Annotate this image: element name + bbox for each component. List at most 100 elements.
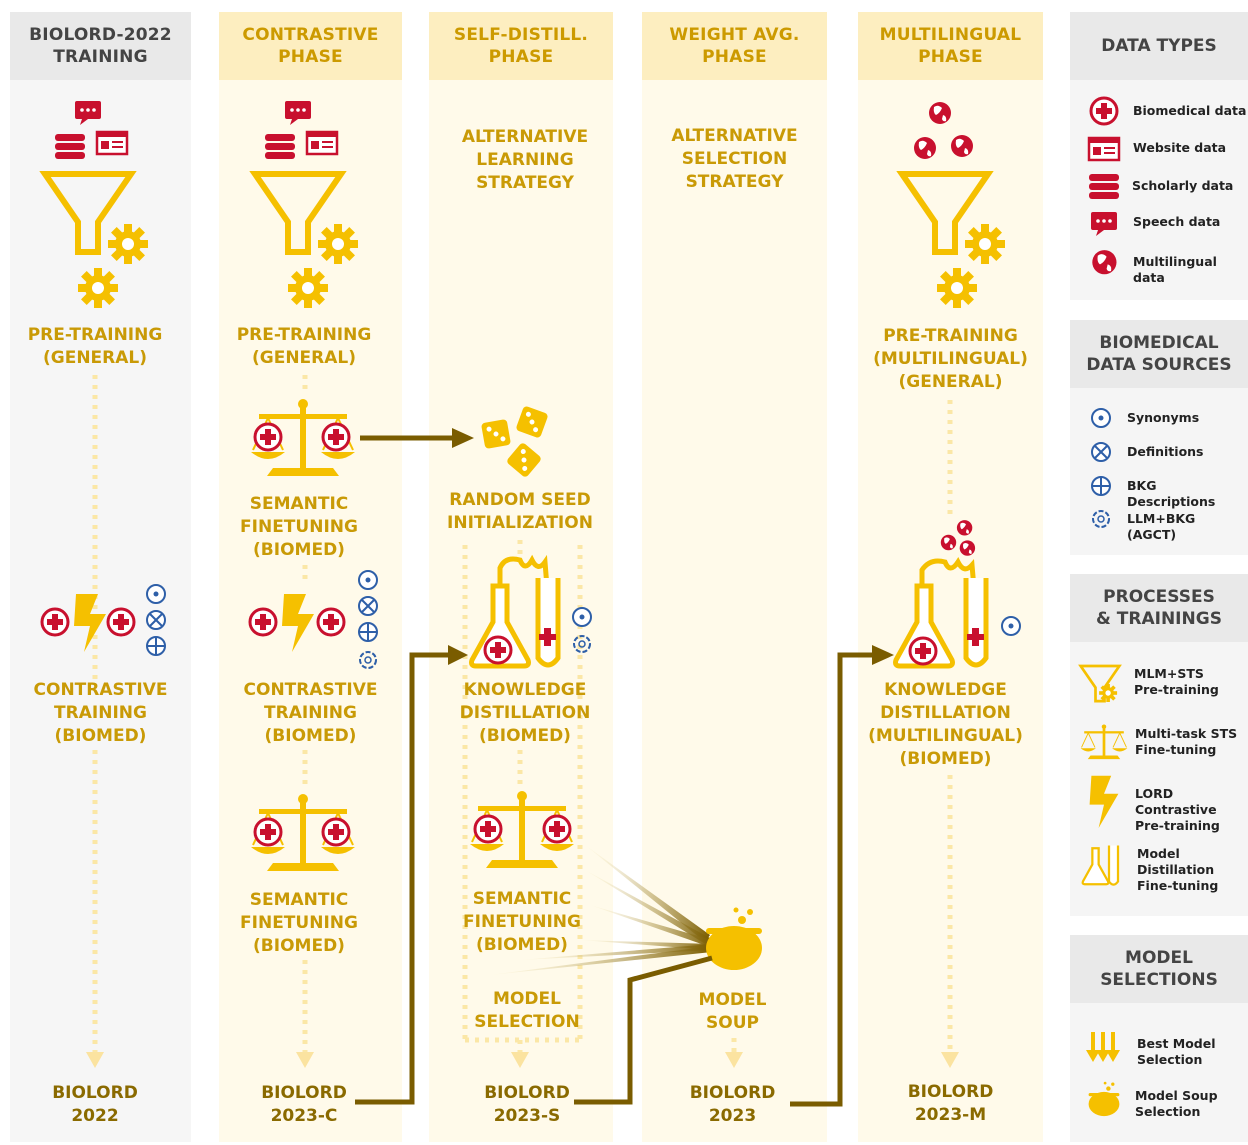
legend-speech-data: Speech data: [1133, 214, 1221, 229]
gear-icon: [318, 224, 358, 264]
biomedical-plus-icon: [253, 817, 283, 847]
biomedical-plus-icon: [908, 636, 938, 666]
legend-llm-bkg: LLM+BKG (AGCT): [1127, 511, 1196, 542]
biomedical-plus-icon: [40, 607, 70, 637]
header-weight-avg-phase: WEIGHT AVG. PHASE: [642, 12, 827, 80]
speech-icon: [75, 101, 101, 125]
column-bg-multilingual: [858, 12, 1043, 1142]
legend-multitask-sts: Multi-task STS Fine-tuning: [1135, 726, 1238, 757]
speech-icon: [285, 101, 311, 125]
biomedical-plus-icon: [483, 635, 513, 665]
legend-biomedical-icon: [1089, 96, 1119, 126]
legend-best-model-selection: Best Model Selection: [1137, 1036, 1216, 1067]
label-contrastive-training: CONTRASTIVE TRAINING (BIOMED): [243, 680, 378, 746]
gear-icon: [965, 224, 1005, 264]
lightning-icon: [74, 594, 106, 652]
biomedical-plus-icon: [542, 814, 572, 844]
header-self-distill-phase: SELF-DISTILL. PHASE: [429, 12, 613, 80]
legend-best-model-icon: [1086, 1032, 1120, 1062]
panel-title-data-sources: BIOMEDICAL DATA SOURCES: [1070, 320, 1248, 388]
definitions-icon: [358, 596, 378, 616]
globe-icon: [914, 137, 936, 159]
label-biolord-2022: BIOLORD 2022: [52, 1083, 138, 1126]
header-multilingual-phase: MULTILINGUAL PHASE: [858, 12, 1043, 80]
label-alternative-selection: ALTERNATIVE SELECTION STRATEGY: [671, 126, 798, 192]
coil-icon: [497, 554, 551, 601]
label-biolord-2023: BIOLORD 2023: [689, 1083, 776, 1126]
legend-model-distillation: Model Distillation Fine-tuning: [1137, 846, 1219, 893]
books-icon: [265, 134, 295, 159]
label-model-soup: MODEL SOUP: [698, 990, 767, 1033]
legend-llm-icon: [1092, 510, 1110, 528]
label-semantic-finetuning: SEMANTIC FINETUNING (BIOMED): [240, 494, 358, 560]
legend-synonyms: Synonyms: [1127, 410, 1200, 425]
dice-icon: [515, 405, 549, 439]
biomedical-plus-icon: [321, 422, 351, 452]
biomedical-plus-icon: [321, 817, 351, 847]
label-semantic-finetuning: SEMANTIC FINETUNING (BIOMED): [463, 889, 581, 955]
gear-icon: [108, 224, 148, 264]
label-alternative-learning: ALTERNATIVE LEARNING STRATEGY: [461, 127, 589, 193]
biomedical-plus-icon: [473, 814, 503, 844]
legend-multilingual-data: Multilingual data: [1133, 254, 1217, 285]
synonyms-icon: [146, 584, 166, 604]
legend-mlm-sts: MLM+STS Pre-training: [1134, 666, 1219, 697]
biomedical-plus-icon: [248, 607, 278, 637]
label-knowledge-distillation-multilingual: KNOWLEDGE DISTILLATION (MULTILINGUAL) (B…: [868, 680, 1023, 769]
label-contrastive-training: CONTRASTIVE TRAINING (BIOMED): [33, 680, 168, 746]
label-model-selection: MODEL SELECTION: [474, 989, 580, 1032]
globe-icon: [940, 534, 957, 551]
soup-rays: [490, 845, 712, 975]
legend-speech-icon: [1091, 212, 1117, 236]
legend-lord-contrastive: LORD Contrastive Pre-training: [1135, 786, 1220, 833]
legend-biomedical-data: Biomedical data: [1133, 103, 1247, 118]
legend-distillation-icon: [1081, 844, 1120, 886]
legend-model-soup-icon: [1088, 1081, 1120, 1117]
llm-icon: [359, 651, 377, 669]
website-icon: [95, 130, 129, 156]
legend-lightning-icon: [1089, 775, 1119, 828]
gear-icon: [937, 268, 977, 308]
label-random-seed: RANDOM SEED INITIALIZATION: [447, 490, 593, 533]
label-semantic-finetuning: SEMANTIC FINETUNING (BIOMED): [240, 890, 358, 956]
synonyms-icon: [1001, 616, 1021, 636]
legend-scholarly-data: Scholarly data: [1132, 178, 1234, 193]
biomedical-plus-icon: [316, 607, 346, 637]
globe-icon: [956, 520, 973, 536]
header-contrastive-phase: CONTRASTIVE PHASE: [219, 12, 402, 80]
dice-icon: [480, 418, 512, 450]
label-biolord-2023-c: BIOLORD 2023-C: [261, 1083, 347, 1126]
lightning-icon: [282, 594, 314, 652]
coil-icon: [919, 557, 978, 601]
legend-model-soup-selection: Model Soup Selection: [1135, 1088, 1218, 1119]
gear-icon: [78, 268, 118, 308]
globe-icon: [951, 135, 973, 157]
website-icon: [305, 130, 339, 156]
label-biolord-2023-s: BIOLORD 2023-S: [484, 1083, 570, 1126]
legend-scale-icon: [1080, 724, 1128, 760]
legend-synonyms-icon: [1091, 408, 1111, 428]
panel-title-data-types: DATA TYPES: [1070, 12, 1248, 80]
gear-icon: [288, 268, 328, 308]
synonyms-icon: [572, 607, 592, 627]
label-pretraining-general: PRE-TRAINING (GENERAL): [27, 325, 163, 368]
header-biolord-2022: BIOLORD-2022 TRAINING: [10, 12, 191, 80]
legend-funnel-gear-icon: [1079, 664, 1121, 703]
bkg-icon: [358, 622, 378, 642]
label-biolord-2023-m: BIOLORD 2023-M: [907, 1082, 994, 1125]
dice-icon: [505, 441, 543, 479]
legend-scholarly-icon: [1089, 174, 1119, 199]
legend-website-icon: [1087, 136, 1121, 162]
globe-icon: [959, 540, 976, 556]
legend-definitions-icon: [1091, 442, 1111, 462]
panel-title-model-selections: MODEL SELECTIONS: [1070, 935, 1248, 1003]
column-bg-biolord-2022: [10, 12, 191, 1142]
test-tube-icon: [966, 578, 986, 665]
biomedical-plus-icon: [106, 607, 136, 637]
legend-definitions: Definitions: [1127, 444, 1204, 459]
bkg-icon: [146, 636, 166, 656]
definitions-icon: [146, 610, 166, 630]
legend-website-data: Website data: [1133, 140, 1227, 155]
label-pretraining-general: PRE-TRAINING (GENERAL): [236, 325, 372, 368]
